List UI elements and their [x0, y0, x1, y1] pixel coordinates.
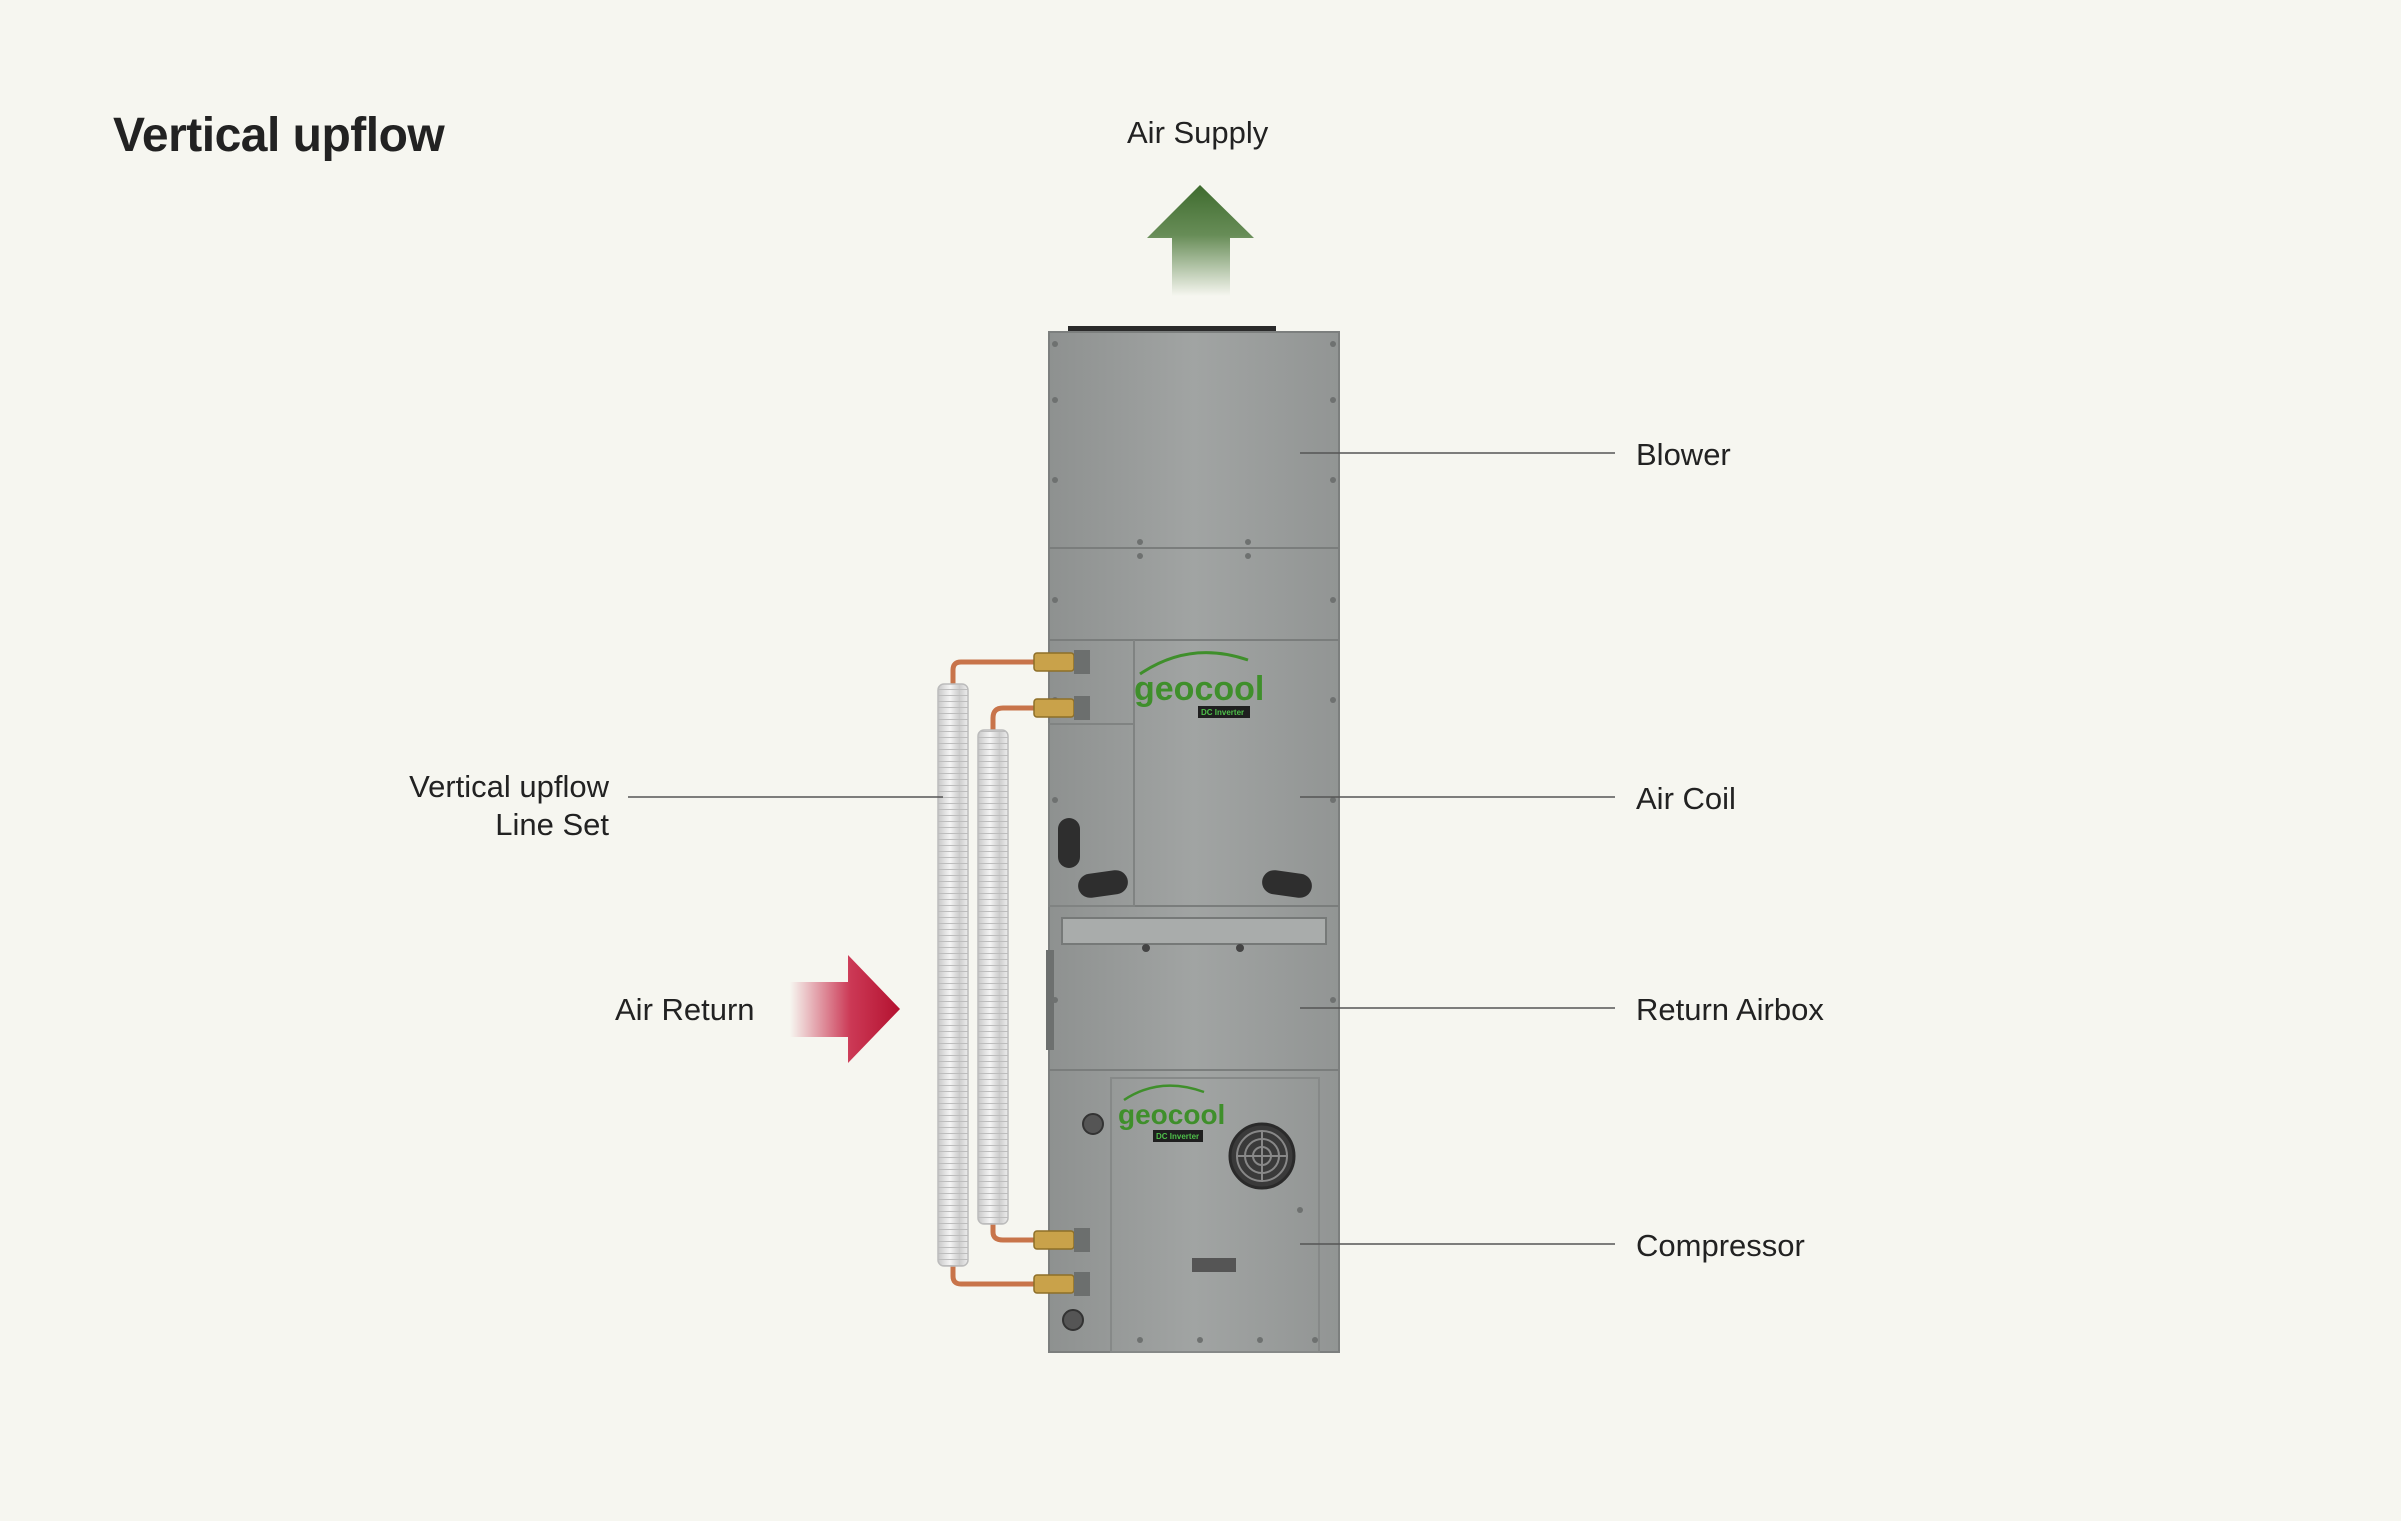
cabinet: [1046, 326, 1340, 1353]
label-air-return: Air Return: [615, 992, 755, 1027]
label-air-supply: Air Supply: [1127, 115, 1269, 150]
geocool-logo-lower: geocool DC Inverter: [1118, 1084, 1225, 1142]
svg-text:DC Inverter: DC Inverter: [1201, 708, 1244, 717]
fan-icon: [1228, 1122, 1296, 1190]
label-compressor: Compressor: [1636, 1228, 1805, 1263]
svg-text:DC Inverter: DC Inverter: [1156, 1132, 1199, 1141]
arrow-up-icon: [1147, 185, 1254, 296]
page-title: Vertical upflow: [113, 109, 445, 162]
geocool-logo-upper: geocool DC Inverter: [1134, 651, 1264, 718]
leader-lines: [628, 452, 1615, 1245]
label-line-set-line1: Vertical upflow: [409, 769, 609, 804]
label-blower: Blower: [1636, 437, 1731, 472]
arrow-right-icon: [790, 955, 900, 1063]
line-set: [937, 650, 1090, 1296]
label-air-coil: Air Coil: [1636, 781, 1736, 816]
svg-text:geocool: geocool: [1134, 670, 1264, 708]
label-return-airbox: Return Airbox: [1636, 992, 1824, 1027]
svg-text:geocool: geocool: [1118, 1099, 1225, 1130]
label-line-set-line2: Line Set: [495, 807, 609, 842]
label-line-set: Vertical upflow Line Set: [409, 768, 609, 844]
